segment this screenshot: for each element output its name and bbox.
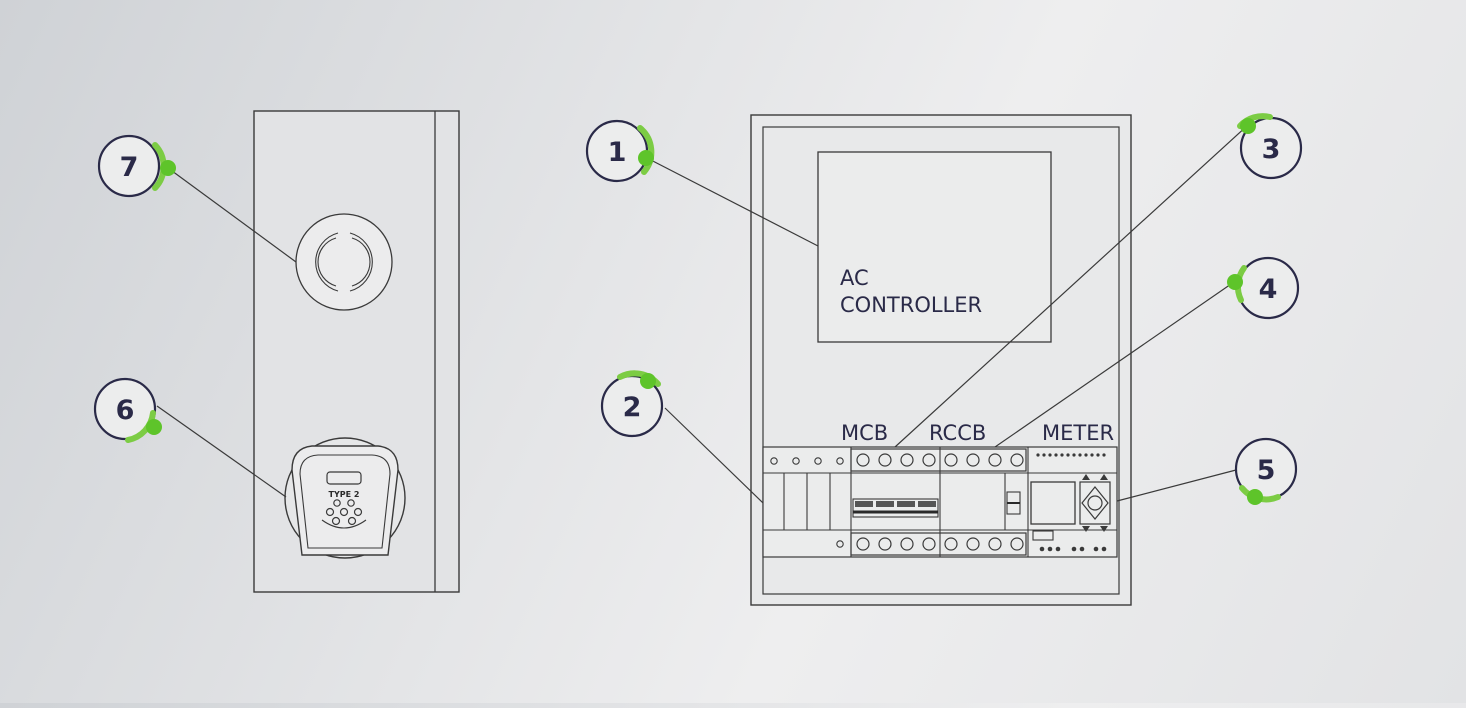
meter-navigation-buttons [1079, 474, 1111, 532]
charger-front-view: TYPE 2 [253, 110, 460, 593]
callout-1: 1 [585, 119, 655, 183]
socket-type-label: TYPE 2 [329, 490, 360, 499]
callout-number-7: 7 [120, 152, 139, 183]
callout-number-3: 3 [1262, 134, 1281, 165]
leader-line-7 [167, 167, 297, 263]
callout-number-4: 4 [1259, 274, 1278, 305]
leader-line-6 [156, 405, 287, 498]
socket-pins [325, 499, 363, 526]
callout-number-1: 1 [608, 137, 627, 168]
leader-line-2 [664, 407, 764, 504]
ac-controller-label-line1: AC [840, 266, 869, 290]
callout-number-2: 2 [623, 392, 642, 423]
callout-2: 2 [600, 370, 664, 438]
energy-meter [1030, 453, 1111, 552]
callout-6: 6 [93, 377, 162, 443]
callout-3: 3 [1237, 113, 1303, 180]
socket-latch [326, 471, 362, 485]
meter-display [1030, 481, 1076, 525]
type2-socket: TYPE 2 [284, 437, 406, 559]
rccb-breaker [1004, 447, 1029, 557]
leader-lines [156, 124, 1249, 504]
ac-controller-label-line2: CONTROLLER [840, 293, 982, 317]
callout-number-6: 6 [116, 395, 135, 426]
breaker-terminals [850, 448, 1027, 556]
meter-label: METER [1042, 421, 1114, 445]
callout-4: 4 [1227, 256, 1300, 320]
leader-line-3 [894, 124, 1249, 448]
callout-5: 5 [1234, 437, 1298, 505]
callout-number-5: 5 [1257, 455, 1276, 486]
leader-line-5 [1116, 469, 1237, 502]
ac-controller-box [817, 151, 1052, 343]
status-button [295, 213, 393, 311]
mcb-label: MCB [841, 421, 888, 445]
din-rail-assembly [762, 446, 1118, 558]
callout-7: 7 [97, 134, 176, 198]
leader-line-1 [644, 156, 819, 247]
mcb-breaker [852, 447, 941, 557]
charger-internal-view: AC CONTROLLER MCB RCCB METER [750, 114, 1132, 606]
rccb-label: RCCB [929, 421, 986, 445]
leader-line-4 [994, 281, 1235, 448]
panel-inner-frame [762, 126, 1120, 595]
